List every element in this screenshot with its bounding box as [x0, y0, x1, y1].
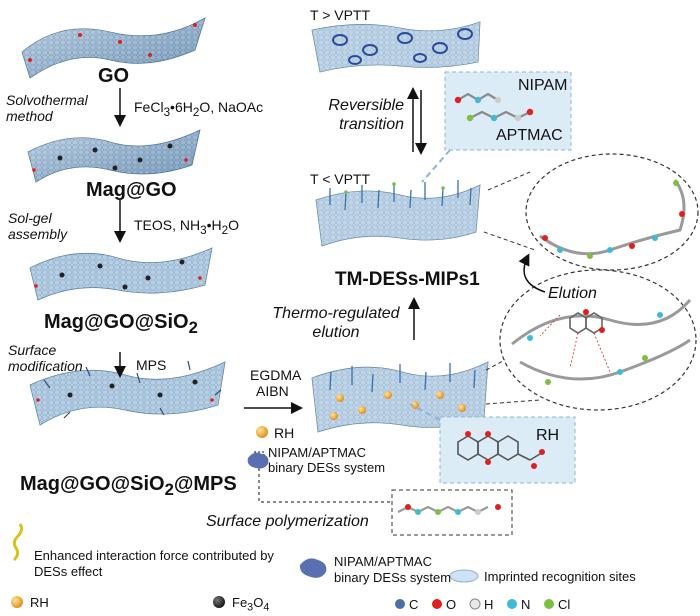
solgel-label: Sol-gel assembly [8, 210, 68, 243]
legend-binary: NIPAM/APTMAC binary DESs system [334, 554, 452, 585]
surface-mod-label: Surface modification [8, 342, 83, 375]
rh-callout-label: RH [536, 427, 560, 444]
legend-atom-cl: Cl [558, 597, 571, 612]
mag-go-sio2-label: Mag@GO@SiO2 [44, 311, 198, 337]
mps-label: MPS [136, 357, 167, 373]
t-above-label: T > VPTT [310, 7, 371, 23]
legend-atom-c: C [409, 597, 419, 612]
legend-imprinted: Imprinted recognition sites [484, 569, 636, 584]
callout-rh [409, 403, 576, 484]
elution-label: Elution [548, 285, 597, 302]
aibn-label: AIBN [256, 383, 289, 399]
solvothermal-label: Solvothermal method [6, 92, 88, 125]
tm-des-label: TM-DESs-MIPs1 [335, 269, 480, 290]
sheet-t-above [311, 21, 481, 73]
callout-monomers [421, 71, 572, 183]
des-blob-icon [247, 452, 269, 469]
teos-label: TEOS, NH3•H2O [134, 217, 239, 237]
mag-go-label: Mag@GO [86, 179, 177, 201]
sheet-polymerized [311, 361, 489, 433]
elution-arrow [518, 253, 546, 293]
sheet-go [21, 17, 206, 79]
des-connector [258, 462, 392, 503]
legend-enhanced: Enhanced interaction force contributed b… [34, 548, 274, 579]
nipam-label: NIPAM [518, 77, 568, 94]
go-label: GO [98, 65, 130, 87]
sheet-mag-go-sio2-mps [29, 360, 226, 426]
legend-graphics [11, 523, 554, 610]
ellipse-elution [483, 153, 699, 271]
egdma-label: EGDMA [250, 367, 302, 383]
des-system-label: NIPAM/APTMAC binary DESs system [268, 445, 386, 475]
legend-atom-h: H [484, 597, 494, 612]
rh-label: RH [274, 425, 295, 441]
legend-atom-o: O [446, 597, 457, 612]
rh-ball-icon [256, 426, 268, 438]
surface-poly-label: Surface polymerization [206, 513, 369, 530]
aptmac-label: APTMAC [496, 127, 563, 144]
sheet-t-below [315, 180, 481, 247]
thermo-label: Thermo-regulated elution [272, 305, 400, 342]
fecl3-label: FeCl3•6H2O, NaOAc [134, 99, 264, 119]
reversible-arrows [407, 87, 427, 155]
mag-go-sio2-mps-label: Mag@GO@SiO2@MPS [20, 473, 237, 499]
sheet-mag-go [27, 129, 201, 183]
reversible-label: Reversible transition [328, 97, 404, 134]
legend-fe3o4: Fe3O4 [232, 595, 270, 614]
ellipse-binding [485, 269, 697, 411]
t-below-label: T < VPTT [310, 171, 371, 187]
sheet-mag-go-sio2 [29, 247, 213, 301]
callout-surface-poly [391, 489, 513, 536]
legend-rh: RH [30, 595, 49, 610]
legend-atom-n: N [521, 597, 531, 612]
